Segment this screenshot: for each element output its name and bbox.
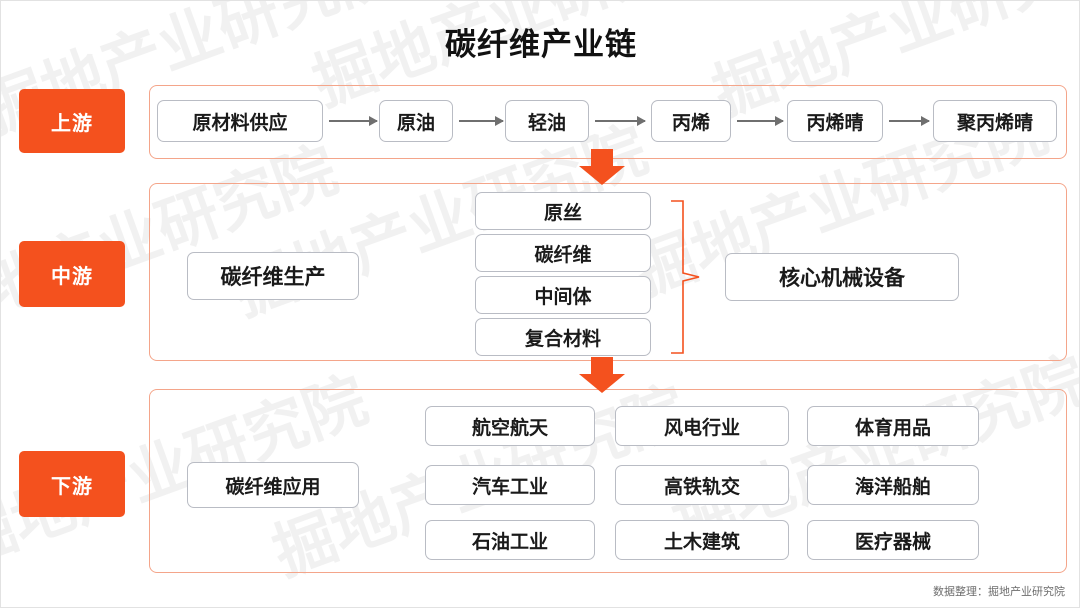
- node-upstream-1[interactable]: 原油: [379, 100, 453, 142]
- node-upstream-0[interactable]: 原材料供应: [157, 100, 323, 142]
- node-midstream-item-1[interactable]: 碳纤维: [475, 234, 651, 272]
- node-midstream-item-2[interactable]: 中间体: [475, 276, 651, 314]
- node-upstream-5[interactable]: 聚丙烯晴: [933, 100, 1057, 142]
- node-midstream-main[interactable]: 碳纤维生产: [187, 252, 359, 300]
- node-downstream-item-3[interactable]: 汽车工业: [425, 465, 595, 505]
- node-midstream-equipment[interactable]: 核心机械设备: [725, 253, 959, 301]
- page-title: 碳纤维产业链: [445, 27, 637, 62]
- node-downstream-item-8[interactable]: 医疗器械: [807, 520, 979, 560]
- node-upstream-3[interactable]: 丙烯: [651, 100, 731, 142]
- arrow-upstream-4: [889, 116, 930, 126]
- arrow-upstream-3: [737, 116, 784, 126]
- source-note: 数据整理：掘地产业研究院: [933, 586, 1065, 598]
- down-arrow-icon-upstream-to-midstream: [579, 149, 625, 185]
- node-upstream-2[interactable]: 轻油: [505, 100, 589, 142]
- node-downstream-item-2[interactable]: 体育用品: [807, 406, 979, 446]
- node-midstream-item-0[interactable]: 原丝: [475, 192, 651, 230]
- node-downstream-item-1[interactable]: 风电行业: [615, 406, 789, 446]
- stage-label-downstream: 下游: [19, 451, 125, 517]
- down-arrow-icon-midstream-to-downstream: [579, 357, 625, 393]
- node-downstream-item-5[interactable]: 海洋船舶: [807, 465, 979, 505]
- node-upstream-4[interactable]: 丙烯晴: [787, 100, 883, 142]
- stage-label-upstream: 上游: [19, 89, 125, 153]
- arrow-upstream-2: [595, 116, 646, 126]
- node-downstream-main[interactable]: 碳纤维应用: [187, 462, 359, 508]
- arrow-upstream-1: [459, 116, 504, 126]
- stage-label-midstream: 中游: [19, 241, 125, 307]
- node-downstream-item-7[interactable]: 土木建筑: [615, 520, 789, 560]
- node-downstream-item-4[interactable]: 高铁轨交: [615, 465, 789, 505]
- arrow-upstream-0: [329, 116, 378, 126]
- node-downstream-item-6[interactable]: 石油工业: [425, 520, 595, 560]
- node-midstream-item-3[interactable]: 复合材料: [475, 318, 651, 356]
- grouping-bracket: [671, 200, 700, 354]
- node-downstream-item-0[interactable]: 航空航天: [425, 406, 595, 446]
